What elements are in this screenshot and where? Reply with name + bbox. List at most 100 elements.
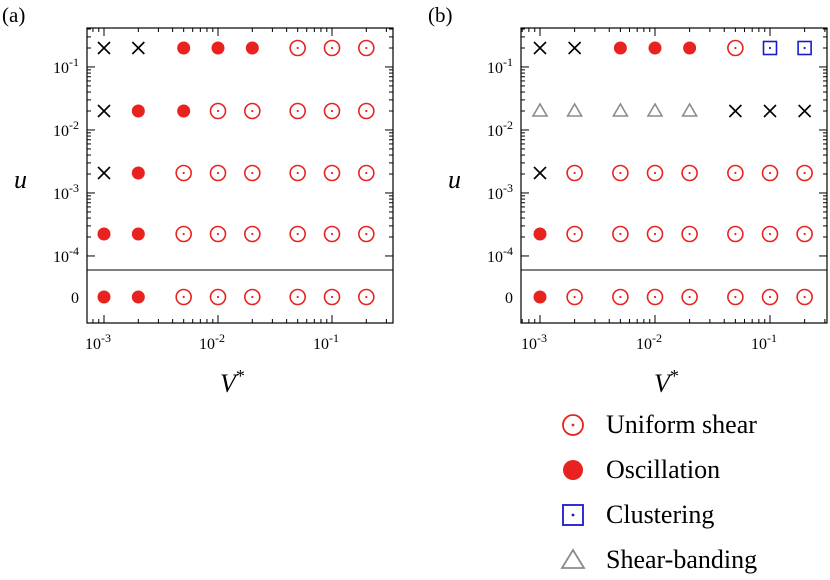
legend-label: Uniform shear [606, 410, 757, 439]
legend: Uniform shearOscillationClusteringShear-… [560, 410, 757, 574]
uniform-shear-point [175, 288, 192, 306]
legend-item-clustering: Clustering [562, 500, 714, 529]
uniform-shear-point-dot [251, 232, 254, 236]
uniform-shear-point [358, 164, 375, 182]
uniform-shear-point [727, 225, 744, 243]
uniform-shear-point [566, 225, 583, 243]
x-tick-label: 10-3 [521, 331, 547, 353]
uniform-shear-point [796, 225, 813, 243]
uniform-shear-point [175, 225, 192, 243]
y-tick-label: 10-3 [487, 181, 513, 203]
uniform-shear-point-dot [182, 171, 185, 175]
oscillation-point [177, 104, 191, 118]
clustering-legend-icon-dot [571, 513, 575, 517]
uniform-shear-point-dot [619, 295, 622, 299]
clustering-point [762, 40, 778, 56]
uniform-shear-point [209, 102, 227, 120]
uniform-shear-point-dot [365, 171, 368, 175]
uniform-shear-point-dot [573, 295, 576, 299]
uniform-shear-point [681, 164, 698, 182]
cross-point [798, 104, 812, 118]
panel-label: (a) [2, 3, 25, 27]
y-tick-label: 0 [71, 290, 79, 307]
uniform-shear-point-dot [653, 232, 657, 236]
cross-point [97, 41, 111, 55]
uniform-shear-legend-icon [562, 414, 584, 436]
uniform-shear-point [646, 288, 664, 306]
uniform-shear-point [289, 225, 306, 243]
uniform-shear-point-dot [573, 232, 576, 236]
uniform-shear-point-dot [365, 46, 368, 50]
uniform-shear-point-dot [296, 295, 299, 299]
uniform-shear-point [323, 39, 341, 57]
uniform-shear-point [727, 164, 744, 182]
oscillation-point [177, 41, 191, 55]
plot-frame [520, 27, 828, 324]
oscillation-point [648, 41, 662, 55]
uniform-shear-point [244, 164, 261, 182]
uniform-shear-point-dot [653, 171, 657, 175]
uniform-shear-point [358, 225, 375, 243]
x-tick-label: 10-1 [751, 331, 777, 353]
uniform-shear-point-dot [296, 46, 299, 50]
x-tick-label: 10-3 [85, 331, 111, 353]
cross-point [763, 104, 777, 118]
uniform-shear-point-dot [619, 171, 622, 175]
cross-point [533, 41, 547, 55]
uniform-shear-point [209, 288, 227, 306]
y-tick-label: 10-1 [487, 55, 513, 77]
uniform-shear-point [358, 39, 375, 57]
cross-point [97, 166, 111, 180]
y-tick-label: 10-2 [487, 118, 513, 140]
x-tick-label: 10-2 [199, 331, 225, 353]
panel-label: (b) [428, 3, 453, 27]
legend-item-shearband: Shear-banding [560, 545, 757, 574]
cross-point [97, 104, 111, 118]
x-tick-label: 10-1 [313, 331, 339, 353]
uniform-shear-point-dot [296, 232, 299, 236]
oscillation-point [613, 41, 627, 55]
oscillation-point [131, 227, 145, 241]
uniform-shear-point [796, 288, 813, 306]
y-axis-label: u [448, 165, 461, 194]
y-axis-label: u [14, 165, 27, 194]
uniform-shear-point-dot [365, 109, 368, 113]
uniform-shear-point-dot [688, 232, 691, 236]
uniform-shear-point [289, 39, 306, 57]
oscillation-legend-icon [563, 460, 583, 480]
y-tick-label: 10-2 [53, 118, 79, 140]
uniform-shear-point-dot [768, 295, 772, 299]
uniform-shear-point [358, 288, 375, 306]
uniform-shear-point [761, 164, 779, 182]
shear-banding-point [531, 102, 549, 117]
uniform-shear-point-dot [216, 109, 220, 113]
uniform-shear-point-dot [365, 232, 368, 236]
shear-banding-point [681, 102, 699, 117]
uniform-shear-point [323, 288, 341, 306]
plot-frame [86, 27, 394, 324]
oscillation-point [131, 290, 145, 304]
uniform-shear-point [681, 225, 698, 243]
uniform-shear-point [289, 102, 306, 120]
uniform-shear-point [727, 39, 744, 57]
uniform-shear-point [566, 288, 583, 306]
uniform-shear-point-dot [365, 295, 368, 299]
uniform-shear-legend-icon-dot [571, 423, 575, 427]
uniform-shear-point [289, 288, 306, 306]
uniform-shear-point [244, 102, 261, 120]
uniform-shear-point-dot [653, 295, 657, 299]
oscillation-point [533, 290, 547, 304]
uniform-shear-point [358, 102, 375, 120]
uniform-shear-point-dot [330, 171, 334, 175]
y-tick-label: 0 [505, 290, 513, 307]
legend-label: Shear-banding [606, 545, 757, 574]
cross-point [728, 104, 742, 118]
legend-label: Oscillation [606, 455, 720, 484]
shear-banding-point [611, 102, 629, 117]
oscillation-point [211, 41, 225, 55]
uniform-shear-point-dot [216, 295, 220, 299]
uniform-shear-point-dot [768, 232, 772, 236]
uniform-shear-point-dot [688, 171, 691, 175]
